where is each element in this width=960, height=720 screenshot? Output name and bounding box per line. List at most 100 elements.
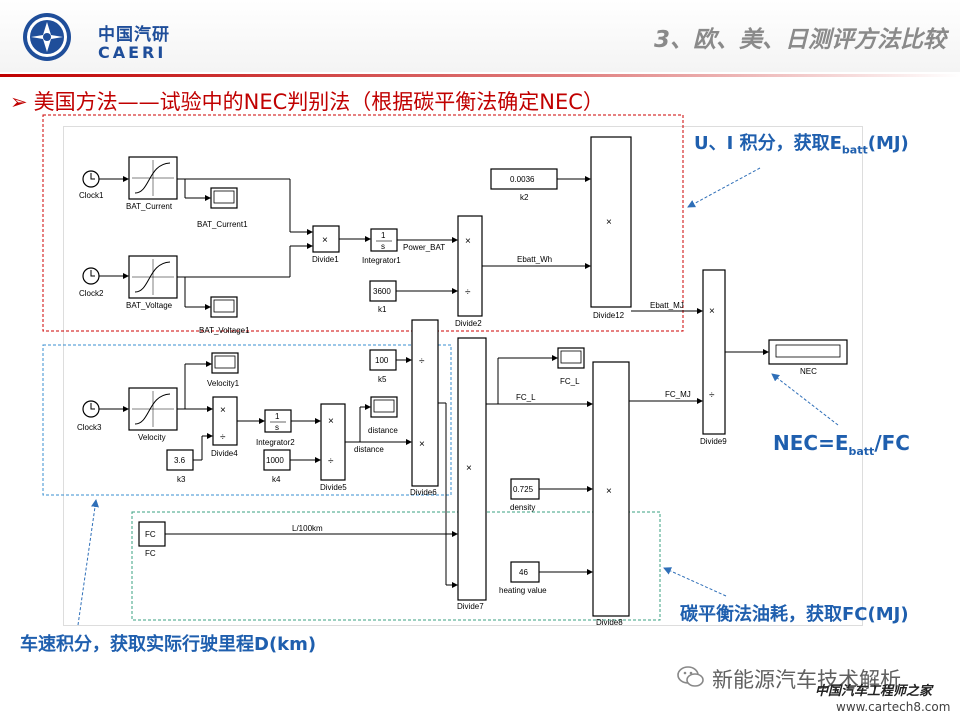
- svg-text:0.725: 0.725: [513, 485, 534, 494]
- velocity1-scope-block[interactable]: [211, 352, 239, 374]
- divide1-block[interactable]: ×: [312, 225, 340, 253]
- divide8-block[interactable]: ×: [592, 361, 630, 617]
- divide5-label: Divide5: [320, 483, 347, 492]
- bullet-arrow-icon: ➢: [10, 90, 28, 114]
- integrator2-label: Integrator2: [256, 438, 295, 447]
- k4-constant-block[interactable]: 1000: [263, 449, 291, 471]
- k1-label: k1: [378, 305, 387, 314]
- section-title: 3、欧、美、日测评方法比较: [653, 27, 946, 53]
- signal-ebatt-mj: Ebatt_MJ: [650, 301, 684, 310]
- svg-text:×: ×: [322, 235, 328, 246]
- svg-text:×: ×: [328, 416, 334, 427]
- integrator1-block[interactable]: 1 s: [370, 228, 398, 252]
- clock2-label: Clock2: [79, 289, 104, 298]
- svg-text:×: ×: [466, 463, 472, 474]
- divide4-block[interactable]: × ÷: [212, 396, 238, 446]
- distance-pointer-arrow: [77, 499, 99, 626]
- divide5-block[interactable]: × ÷: [320, 403, 346, 481]
- slide-header: 中国汽研 CAERI 3、欧、美、日测评方法比较: [0, 0, 960, 72]
- divide8-label: Divide8: [596, 618, 623, 627]
- divide12-block[interactable]: ×: [590, 136, 632, 308]
- svg-text:s: s: [381, 242, 385, 251]
- heating-value-constant-block[interactable]: 46: [510, 561, 540, 583]
- bat-current1-label: BAT_Current1: [197, 220, 248, 229]
- svg-text:3.6: 3.6: [174, 456, 186, 465]
- svg-text:×: ×: [606, 486, 612, 497]
- signal-power-bat: Power_BAT: [403, 243, 445, 252]
- svg-text:100: 100: [375, 356, 389, 365]
- ebatt-annotation: U、I 积分，获取Ebatt(MJ): [694, 133, 909, 157]
- brand-watermark: 中国汽车工程师之家: [815, 684, 933, 699]
- fuel-pointer-arrow: [663, 567, 727, 597]
- svg-text:FC: FC: [145, 530, 156, 539]
- nec-display-block[interactable]: [768, 339, 848, 365]
- battery-energy-group: [42, 114, 684, 332]
- distance-scope-label: distance: [368, 426, 398, 435]
- k4-label: k4: [272, 475, 281, 484]
- distance-scope-block[interactable]: [370, 396, 398, 418]
- bat-current1-scope-block[interactable]: [210, 187, 238, 209]
- velocity-lookup-block[interactable]: [128, 387, 178, 431]
- divide4-label: Divide4: [211, 449, 238, 458]
- svg-text:1: 1: [275, 412, 280, 421]
- svg-text:×: ×: [465, 236, 471, 247]
- fuel-annotation: 碳平衡法油耗，获取FC(MJ): [680, 604, 909, 625]
- divide6-block[interactable]: ÷ ×: [411, 319, 439, 487]
- signal-fc-mj: FC_MJ: [665, 390, 691, 399]
- divide7-block[interactable]: ×: [457, 337, 487, 601]
- svg-text:1000: 1000: [266, 456, 284, 465]
- bat-voltage1-label: BAT_Voltage1: [199, 326, 250, 335]
- signal-distance: distance: [354, 445, 384, 454]
- k2-label: k2: [520, 193, 529, 202]
- svg-text:÷: ÷: [709, 390, 715, 401]
- distance-annotation: 车速积分，获取实际行驶里程D(km): [20, 634, 317, 655]
- bat-voltage1-scope-block[interactable]: [210, 296, 238, 318]
- fc-input-label: FC: [145, 549, 156, 558]
- k5-constant-block[interactable]: 100: [369, 349, 397, 371]
- slide-subtitle: ➢美国方法——试验中的NEC判别法（根据碳平衡法确定NEC）: [10, 86, 604, 116]
- k1-constant-block[interactable]: 3600: [369, 280, 397, 302]
- k2-constant-block[interactable]: 0.0036: [490, 168, 558, 190]
- fc-l-scope-block[interactable]: [557, 347, 585, 369]
- divide7-label: Divide7: [457, 602, 484, 611]
- svg-text:÷: ÷: [419, 356, 425, 367]
- wechat-icon: [677, 666, 704, 687]
- svg-text:÷: ÷: [220, 432, 226, 443]
- divide1-label: Divide1: [312, 255, 339, 264]
- svg-text:×: ×: [606, 217, 612, 228]
- divide9-label: Divide9: [700, 437, 727, 446]
- ebatt-pointer-arrow: [687, 167, 761, 208]
- density-constant-block[interactable]: 0.725: [510, 478, 540, 500]
- clock3-block[interactable]: [82, 400, 100, 418]
- velocity-label: Velocity: [138, 433, 166, 442]
- logo-english-text: CAERI: [98, 43, 167, 62]
- divide6-label: Divide6: [410, 488, 437, 497]
- divide2-block[interactable]: × ÷: [457, 215, 483, 317]
- nec-pointer-arrow: [771, 373, 839, 426]
- integrator2-block[interactable]: 1 s: [264, 409, 292, 433]
- k3-constant-block[interactable]: 3.6: [166, 449, 194, 471]
- velocity1-label: Velocity1: [207, 379, 240, 388]
- signal-ebatt-wh: Ebatt_Wh: [517, 255, 552, 264]
- fc-input-block[interactable]: FC: [138, 521, 166, 547]
- subtitle-text: 美国方法——试验中的NEC判别法（根据碳平衡法确定NEC）: [33, 90, 604, 114]
- signal-l-100km: L/100km: [292, 524, 323, 533]
- bat-voltage-lookup-block[interactable]: [128, 255, 178, 299]
- svg-text:46: 46: [519, 568, 528, 577]
- svg-text:×: ×: [709, 306, 715, 317]
- nec-label: NEC: [800, 367, 817, 376]
- heating-value-label: heating value: [499, 586, 547, 595]
- fuel-group: [131, 511, 661, 621]
- clock1-block[interactable]: [82, 170, 100, 188]
- svg-text:0.0036: 0.0036: [510, 175, 535, 184]
- fc-l-label: FC_L: [560, 377, 580, 386]
- svg-text:×: ×: [419, 439, 425, 450]
- divide2-label: Divide2: [455, 319, 482, 328]
- divide9-block[interactable]: × ÷: [702, 269, 726, 435]
- logo-chinese-text: 中国汽研: [98, 25, 170, 45]
- clock2-block[interactable]: [82, 267, 100, 285]
- header-divider: [0, 74, 960, 77]
- signal-fc-l: FC_L: [516, 393, 536, 402]
- bat-current-lookup-block[interactable]: [128, 156, 178, 200]
